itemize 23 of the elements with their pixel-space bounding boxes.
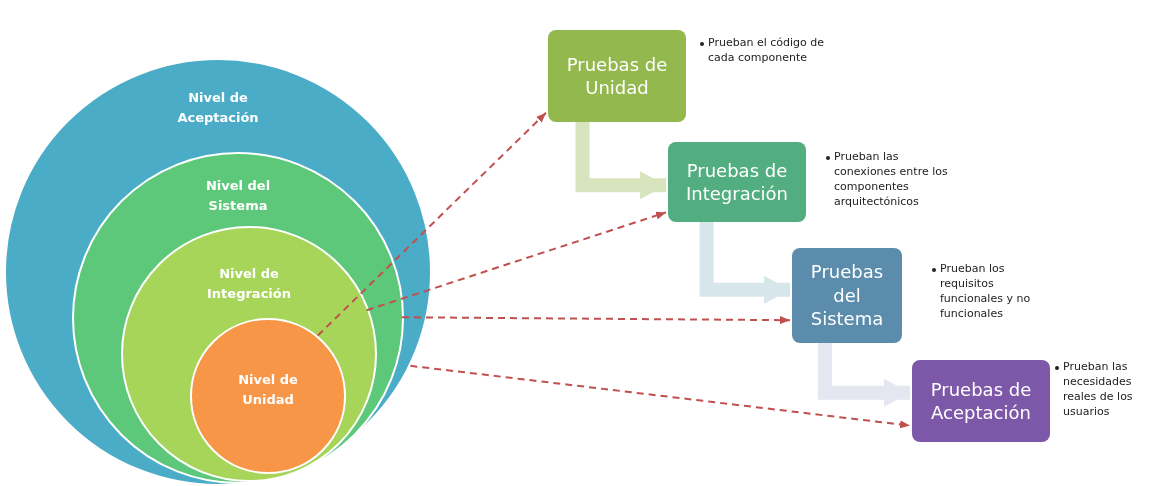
dashed-arrow (316, 111, 547, 337)
circle-label: Nivel de Integración (206, 265, 292, 303)
circle-label: Nivel de Unidad (237, 371, 299, 409)
bent-arrow (575, 122, 666, 200)
dashed-arrow (409, 364, 911, 429)
box-label: Pruebas de Aceptación (929, 377, 1033, 425)
bullet-note: Prueban las conexiones entre los componentes arquitectónicos (834, 150, 949, 210)
process-box (548, 30, 686, 122)
box-label: Pruebas de Unidad (565, 52, 669, 100)
box-label: Pruebas de Integración (685, 158, 789, 206)
process-box (912, 360, 1050, 442)
circle-label: Nivel de Aceptación (176, 89, 260, 127)
bent-arrow (818, 343, 910, 407)
bullet-note: Prueban el código de cada componente (708, 36, 825, 66)
bent-arrow (699, 222, 790, 304)
bullet-note: Prueban las necesidades reales de los usuarios (1063, 360, 1134, 420)
bullet-note: Prueban los requisitos funcionales y no funcionales (940, 262, 1032, 322)
circle-label: Nivel del Sistema (204, 177, 272, 215)
process-box (792, 248, 902, 343)
dashed-arrow (365, 211, 667, 312)
dashed-arrow (401, 316, 791, 325)
box-label: Pruebas del Sistema (809, 260, 885, 331)
process-box (668, 142, 806, 222)
